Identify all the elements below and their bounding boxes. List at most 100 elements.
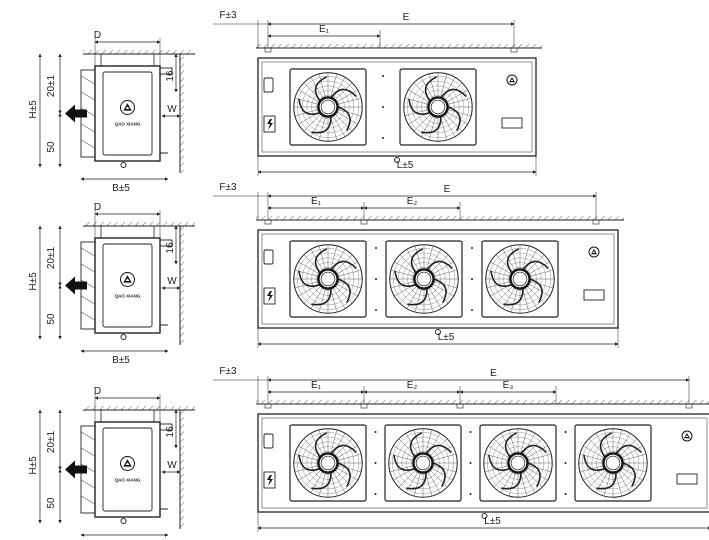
fan-grill-spoke <box>318 288 326 313</box>
fan-grill-spoke <box>310 77 324 99</box>
rivet <box>374 462 377 464</box>
guard-slat <box>80 247 96 257</box>
guard-slat <box>80 311 96 321</box>
fan-grill-spoke <box>336 111 358 125</box>
fan-grill-spoke <box>335 286 353 304</box>
fan-blade <box>394 270 417 287</box>
fan-blade <box>314 248 328 274</box>
fan-blade <box>407 288 428 306</box>
fan-grill-spoke <box>431 286 449 304</box>
guard-slat <box>80 107 96 117</box>
fan-blade <box>527 462 541 487</box>
label-D: D <box>94 30 101 41</box>
fan-grill-spoke <box>427 471 441 493</box>
drain-nozzle <box>120 334 127 340</box>
fan-grill-spoke <box>615 429 623 454</box>
fan-grill-spoke <box>337 109 362 117</box>
fan-grill-spoke <box>335 438 353 456</box>
label-50: 50 <box>46 313 57 325</box>
label-L: L±5 <box>397 160 414 171</box>
fan-grill-spoke <box>500 471 514 493</box>
unit-frame <box>257 413 709 513</box>
fan-housing <box>481 240 559 318</box>
guard-slat <box>80 279 96 289</box>
logo-inner <box>125 106 130 109</box>
label-E: E <box>403 12 410 23</box>
fan-blade <box>330 260 357 271</box>
fan-grill-spoke <box>335 82 353 100</box>
fan-grill-spoke <box>529 281 554 289</box>
fan-blade <box>330 88 357 99</box>
unit-body <box>94 421 161 518</box>
fan-grill-spoke <box>527 465 552 473</box>
direction-arrow-icon <box>65 460 87 479</box>
fan-blade <box>298 98 321 115</box>
hanger-bracket <box>685 403 693 409</box>
fan-blade <box>314 76 328 102</box>
fan-grill-spoke <box>406 287 420 309</box>
fan-blade <box>337 462 351 487</box>
guard-slat <box>80 431 96 441</box>
unit-body <box>94 65 161 162</box>
drain-nozzle <box>481 513 488 519</box>
fan-grill-spoke <box>522 245 530 270</box>
control-box <box>263 77 274 93</box>
rivet <box>564 431 567 433</box>
fan-grill-spoke <box>335 254 353 272</box>
fan-grill-spoke <box>408 89 430 103</box>
fan-hub-inner <box>320 99 336 115</box>
fan-grill-spoke <box>337 465 362 473</box>
rivet <box>471 309 473 311</box>
fan-blade <box>447 106 461 131</box>
fan-grill-spoke <box>527 286 545 304</box>
fan-grill-spoke <box>620 470 638 488</box>
ceiling-hatch <box>83 50 195 54</box>
fan-grill-spoke <box>335 470 353 488</box>
fan-grill-spoke <box>393 445 415 459</box>
nameplate <box>501 117 523 129</box>
wall-hatch <box>180 226 184 345</box>
rivet <box>469 462 472 464</box>
label-E-segment: E₂ <box>407 196 418 207</box>
nameplate <box>676 473 698 485</box>
rivet <box>469 431 472 433</box>
fan-blade <box>520 444 547 455</box>
fan-grill-spoke <box>617 433 631 455</box>
rivet <box>375 247 377 249</box>
terminal-box <box>263 287 276 305</box>
label-F: F±3 <box>219 10 237 21</box>
fan-grill-spoke <box>583 445 605 459</box>
drain-nozzle <box>120 518 127 524</box>
fan-blade <box>298 454 321 471</box>
fan-grill-spoke <box>445 114 463 132</box>
label-B: B±5 <box>112 355 130 366</box>
fan-blade <box>440 88 467 99</box>
drain-nozzle <box>120 162 127 168</box>
fan-grill-spoke <box>431 445 453 459</box>
fan-grill-spoke <box>330 288 338 313</box>
label-D: D <box>94 202 101 213</box>
label-W: W <box>167 104 177 115</box>
ceiling-hatch <box>256 44 542 48</box>
fan-grill-spoke <box>595 433 609 455</box>
fan-icon <box>481 240 559 318</box>
fan-grill-spoke <box>440 73 448 98</box>
logo-inner <box>125 278 130 281</box>
fan-grill-spoke <box>310 249 324 271</box>
fan-grill-spoke <box>447 109 472 117</box>
label-20: 20±1 <box>46 74 57 97</box>
unit-inner-frame <box>261 233 615 325</box>
fan-blade <box>311 472 332 490</box>
fan-grill-spoke <box>432 261 454 275</box>
fan-grill-spoke <box>617 471 631 493</box>
ceiling-hatch <box>83 406 195 410</box>
rivet <box>374 431 377 433</box>
direction-arrow-icon <box>65 276 87 295</box>
pipe-stub <box>159 239 173 247</box>
fan-housing <box>479 424 557 502</box>
label-B: B±5 <box>112 183 130 194</box>
